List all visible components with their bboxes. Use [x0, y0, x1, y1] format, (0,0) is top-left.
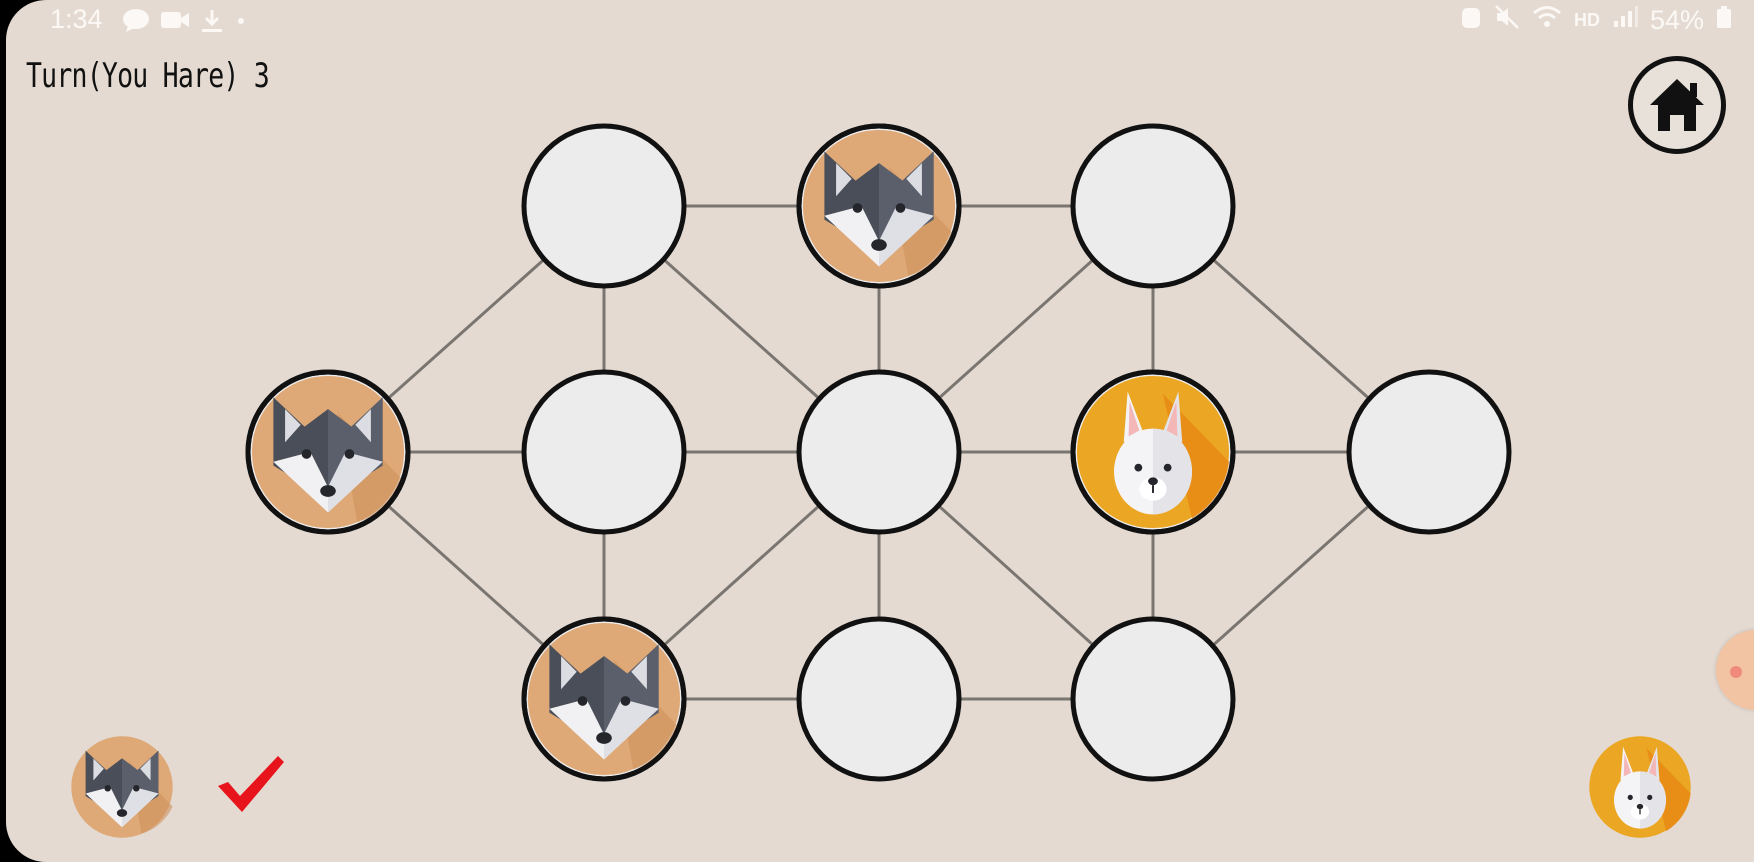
checkmark-icon	[218, 756, 284, 812]
board-node-empty[interactable]	[521, 369, 687, 535]
status-left-icons	[122, 8, 248, 40]
fox-icon	[527, 622, 681, 776]
status-right-icons: HD 54%	[1460, 4, 1732, 37]
dot-icon	[234, 8, 248, 40]
board-node-empty[interactable]	[521, 123, 687, 289]
signal-icon	[1612, 5, 1638, 36]
board-node-fox[interactable]	[796, 123, 962, 289]
battery-level: 54%	[1649, 5, 1704, 35]
download-icon	[200, 8, 224, 40]
alarm-icon	[1460, 4, 1482, 37]
board-node-empty[interactable]	[1070, 123, 1236, 289]
turn-indicator-label: Turn(You Hare) 3	[26, 56, 270, 96]
board-node-empty[interactable]	[1346, 369, 1512, 535]
home-icon	[1650, 79, 1704, 131]
board-node-empty[interactable]	[1070, 616, 1236, 782]
hd-voice-icon: HD	[1573, 10, 1600, 30]
board-node-hare[interactable]	[1070, 369, 1236, 535]
game-board	[245, 123, 1512, 782]
status-bar: 1:34 HD	[6, 0, 1754, 44]
fox-icon	[802, 129, 956, 283]
fox-icon	[251, 375, 405, 529]
hare-icon	[1075, 374, 1231, 530]
home-button[interactable]	[1628, 56, 1726, 154]
board-node-fox[interactable]	[521, 616, 687, 782]
player-fox-token	[71, 736, 173, 838]
board-nodes	[245, 123, 1512, 782]
opponent-hare-token	[1588, 735, 1692, 839]
status-time: 1:34	[50, 4, 103, 34]
video-icon	[160, 8, 190, 40]
wifi-icon	[1532, 5, 1562, 36]
board-node-fox[interactable]	[245, 369, 411, 535]
board-node-empty[interactable]	[796, 616, 962, 782]
board-node-empty[interactable]	[796, 369, 962, 535]
mute-icon	[1494, 4, 1520, 37]
battery-icon	[1716, 5, 1732, 36]
game-screen: 1:34 HD	[6, 0, 1754, 862]
chat-icon	[122, 8, 150, 40]
